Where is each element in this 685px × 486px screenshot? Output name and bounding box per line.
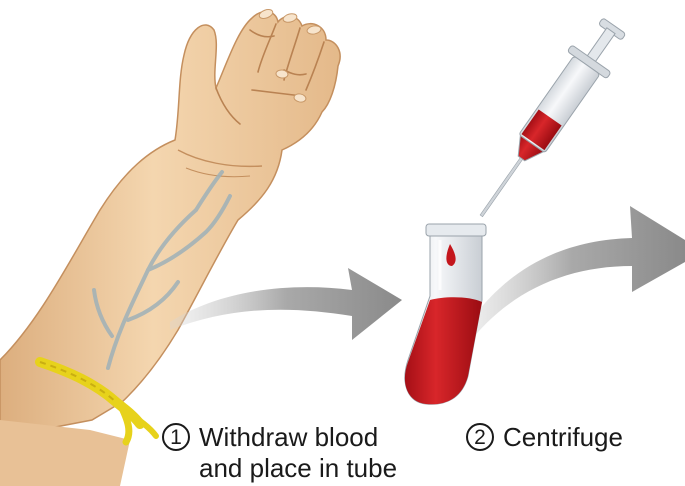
step-2-number: 2: [466, 423, 494, 451]
step-2-line-1: Centrifuge: [503, 422, 623, 453]
step-2-text: Centrifuge: [503, 422, 623, 453]
step-1-text: Withdraw blood and place in tube: [199, 422, 397, 484]
test-tube-icon: [405, 224, 486, 404]
arrow-2: [458, 206, 685, 344]
step-2-label: 2 Centrifuge: [466, 422, 623, 453]
step-1-label: 1 Withdraw blood and place in tube: [162, 422, 397, 484]
syringe-icon: [462, 12, 634, 230]
step-1-number: 1: [162, 423, 190, 451]
arm-illustration: [0, 8, 340, 486]
step-1-line-1: Withdraw blood: [199, 422, 397, 453]
step-1-line-2: and place in tube: [199, 453, 397, 484]
